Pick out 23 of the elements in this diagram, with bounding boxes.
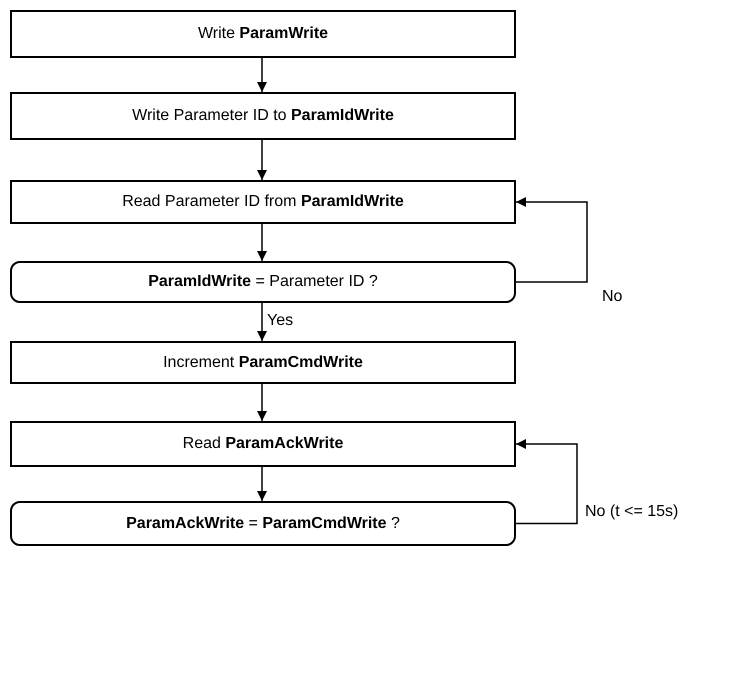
process-box xyxy=(10,421,516,467)
step-text: ParamIdWrite = Parameter ID ? xyxy=(148,273,378,291)
arrow xyxy=(257,303,267,341)
process-box xyxy=(10,180,516,224)
step-text: Increment ParamCmdWrite xyxy=(163,354,363,372)
step-text: ParamAckWrite = ParamCmdWrite ? xyxy=(126,514,400,532)
arrow xyxy=(516,197,588,283)
decision-box xyxy=(10,501,516,546)
arrow xyxy=(257,384,267,421)
step-text: Read Parameter ID from ParamIdWrite xyxy=(122,193,404,211)
step-text: Write ParamWrite xyxy=(198,25,328,43)
process-box xyxy=(10,341,516,384)
arrow xyxy=(257,58,267,92)
step-text: Write Parameter ID to ParamIdWrite xyxy=(132,107,394,125)
process-box xyxy=(10,10,516,58)
process-box xyxy=(10,92,516,140)
step-text: Read ParamAckWrite xyxy=(182,435,344,453)
arrow xyxy=(257,467,267,501)
arrow xyxy=(257,140,267,180)
arrow xyxy=(516,439,578,524)
decision-box xyxy=(10,261,516,303)
edge-label: No (t <= 15s) xyxy=(583,503,680,521)
arrow xyxy=(257,224,267,261)
